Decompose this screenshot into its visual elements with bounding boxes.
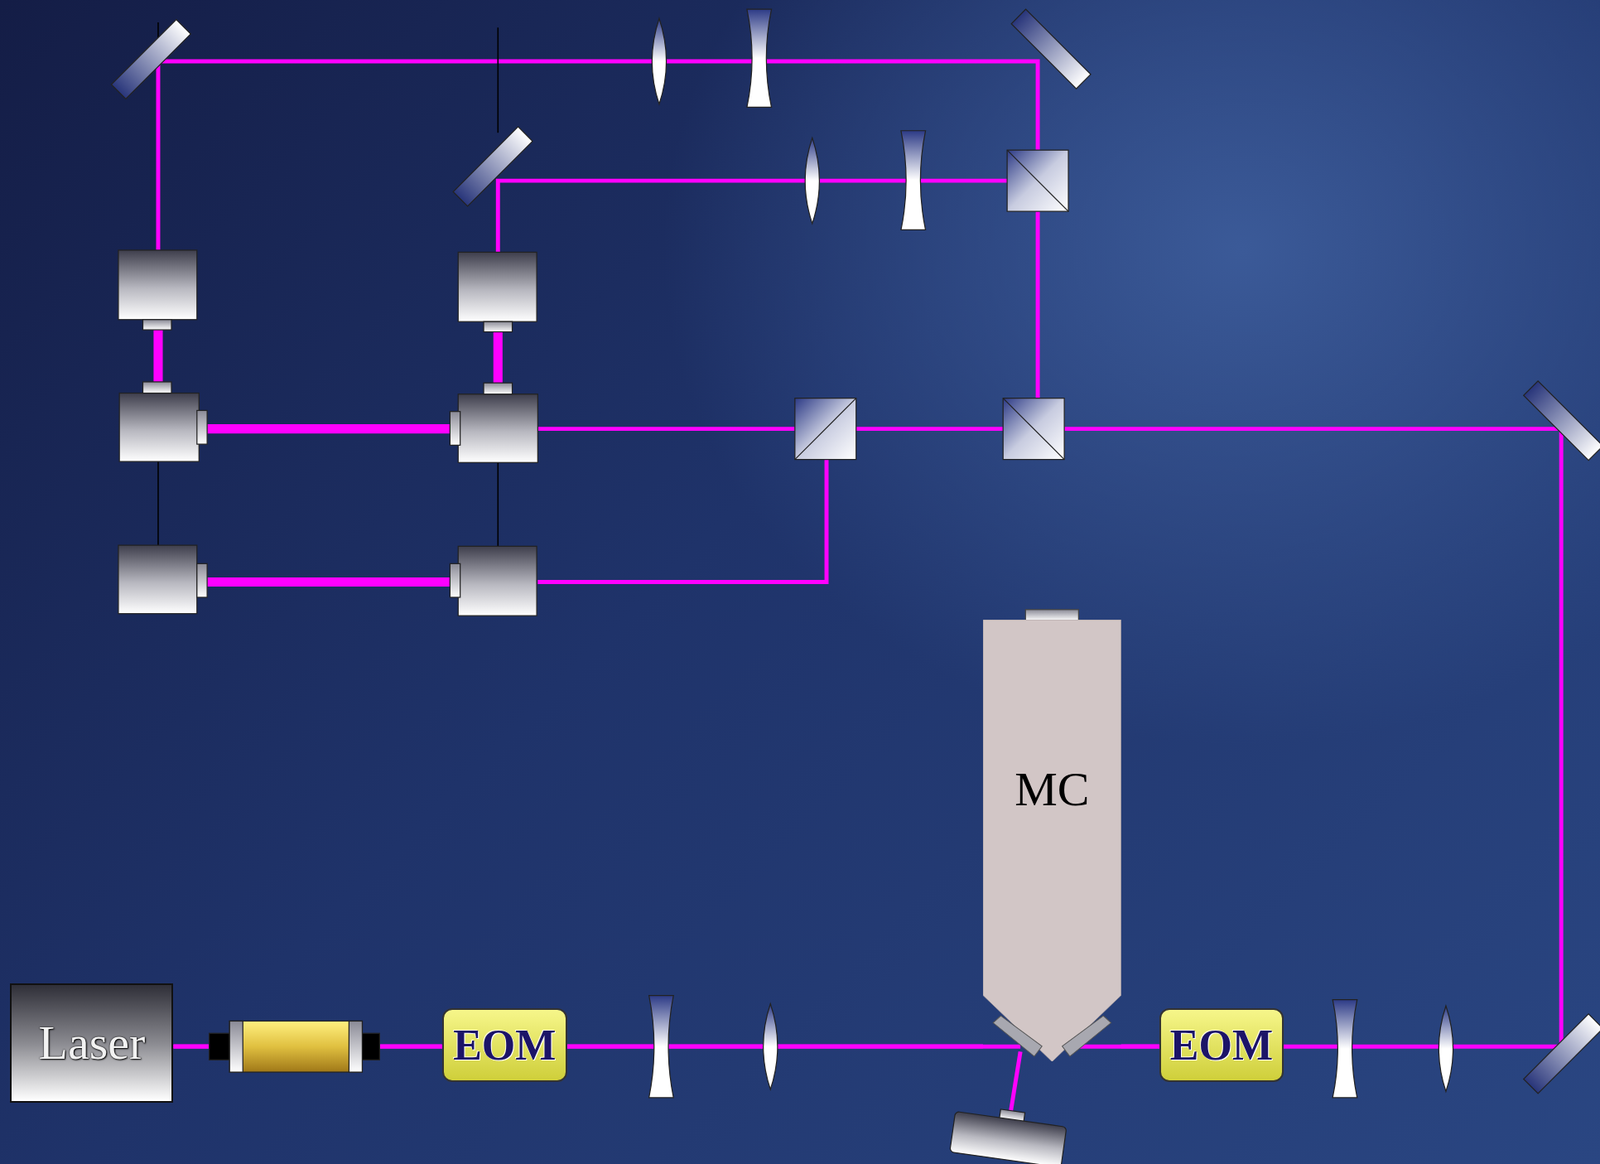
node-label: MC (983, 761, 1122, 817)
modulator-box: EOM (1159, 1007, 1284, 1082)
modulator-box: EOM (442, 1007, 569, 1082)
node-label: EOM (453, 1020, 556, 1070)
node-label: Laser (38, 1014, 145, 1070)
cavity-housing: MC (983, 619, 1122, 1062)
cavity-outline (983, 619, 1122, 1062)
node-label: EOM (1170, 1020, 1273, 1070)
laser-box: Laser (9, 983, 174, 1103)
